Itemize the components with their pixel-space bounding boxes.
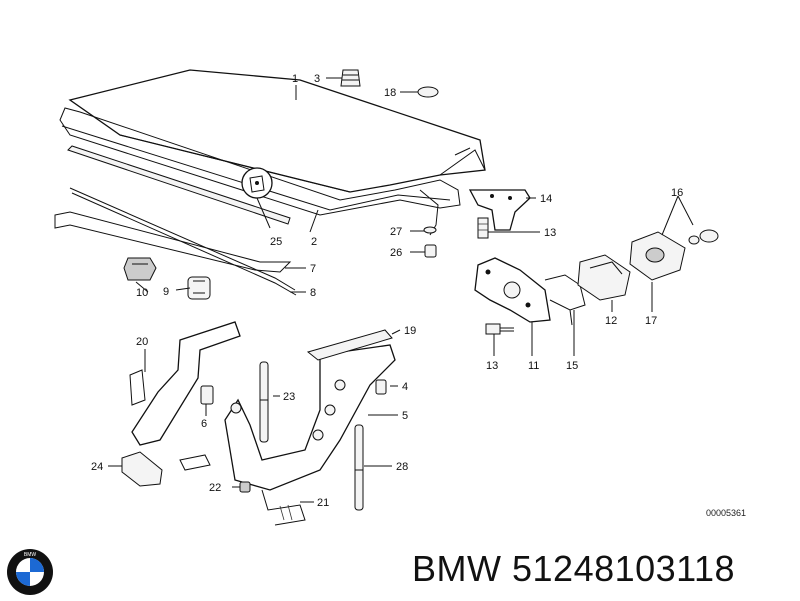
callout-16: 16: [671, 187, 683, 199]
washer-27: [423, 226, 437, 234]
callout-11: 11: [528, 360, 539, 372]
bolt-4: [375, 379, 387, 395]
callout-10: 10: [136, 287, 148, 299]
callout-18: 18: [384, 87, 396, 99]
callout-28: 28: [396, 461, 408, 473]
gas-strut: [259, 361, 269, 443]
hinge-arm: [224, 344, 396, 491]
callout-5: 5: [402, 410, 408, 422]
callout-25: 25: [270, 236, 282, 248]
callout-13-lower: 13: [486, 360, 498, 372]
mounting-plate: [306, 329, 393, 361]
callout-9: 9: [163, 286, 169, 298]
callout-21: 21: [317, 497, 329, 509]
trunk-handle: [629, 231, 686, 281]
support-rod: [54, 211, 292, 273]
callout-13-upper: 13: [544, 227, 556, 239]
striker-bracket: [468, 189, 531, 231]
callout-20: 20: [136, 336, 148, 348]
callout-15: 15: [566, 360, 578, 372]
detail-circle: [241, 167, 273, 199]
plug-18: [417, 86, 439, 98]
lock-cylinder: [688, 229, 719, 245]
brand-name: BMW: [412, 548, 502, 589]
gas-strut-28: [354, 424, 364, 511]
lock-cylinder-housing: [577, 254, 631, 301]
hinge-bushing: [121, 451, 211, 487]
pin-6: [200, 385, 214, 405]
callout-6: 6: [201, 418, 207, 430]
hinge-left: [129, 321, 241, 446]
callout-8: 8: [310, 287, 316, 299]
bmw-logo-icon: BMW: [6, 548, 54, 596]
callout-7: 7: [310, 263, 316, 275]
callout-3: 3: [314, 73, 320, 85]
reference-code: 00005361: [706, 508, 747, 518]
callout-1: 1: [292, 73, 298, 85]
trunk-lock: [474, 257, 551, 323]
callout-23: 23: [283, 391, 295, 403]
callout-26: 26: [390, 247, 402, 259]
lock-bracket: [544, 274, 586, 326]
callout-19: 19: [404, 325, 416, 337]
clip-22: [239, 481, 251, 493]
part-caption: BMW 51248103118: [412, 548, 735, 590]
callout-27: 27: [390, 226, 402, 238]
bump-stop: [340, 69, 361, 87]
callout-4: 4: [402, 381, 408, 393]
callout-24: 24: [91, 461, 103, 473]
torsion-bar: [69, 187, 297, 296]
callout-14: 14: [540, 193, 552, 205]
clip-10: [123, 257, 157, 281]
callout-22: 22: [209, 482, 221, 494]
part-number: 51248103118: [512, 548, 736, 589]
grommet-9: [187, 276, 211, 300]
svg-text:BMW: BMW: [24, 552, 37, 558]
bushing-26: [424, 244, 437, 258]
callout-12: 12: [605, 315, 617, 327]
bolt-13-upper: [477, 217, 489, 239]
trim-strip: [67, 145, 291, 225]
leader-lines: [108, 77, 694, 503]
trunk-lid: [68, 69, 486, 193]
callout-2: 2: [311, 236, 317, 248]
spring-21: [261, 489, 306, 526]
callout-17: 17: [645, 315, 657, 327]
bolt-13-lower: [485, 323, 514, 335]
